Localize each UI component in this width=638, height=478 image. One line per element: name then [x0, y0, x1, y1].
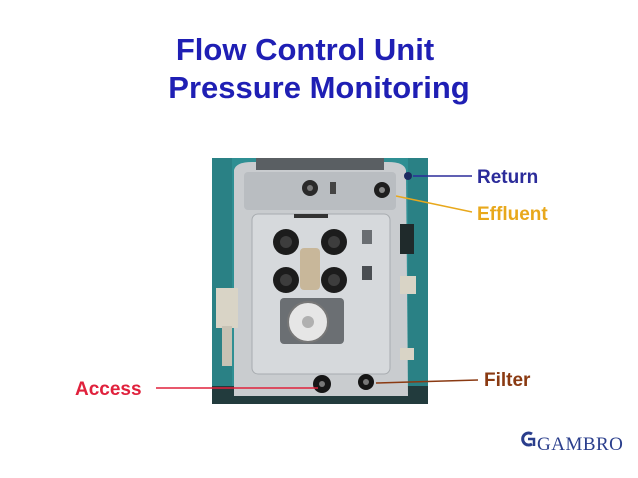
label-access: Access [75, 379, 142, 400]
pump-heads [273, 229, 347, 293]
label-return: Return [477, 167, 539, 188]
gambro-logo-icon [521, 431, 536, 447]
slide-title-line2: Pressure Monitoring [168, 70, 470, 105]
slide-title-line1: Flow Control Unit [175, 32, 435, 67]
gambro-logo-text: GAMBRO [537, 434, 624, 455]
machine-photo [212, 158, 428, 404]
label-effluent: Effluent [477, 204, 548, 225]
sensor-return [404, 172, 412, 180]
label-filter: Filter [484, 370, 531, 391]
